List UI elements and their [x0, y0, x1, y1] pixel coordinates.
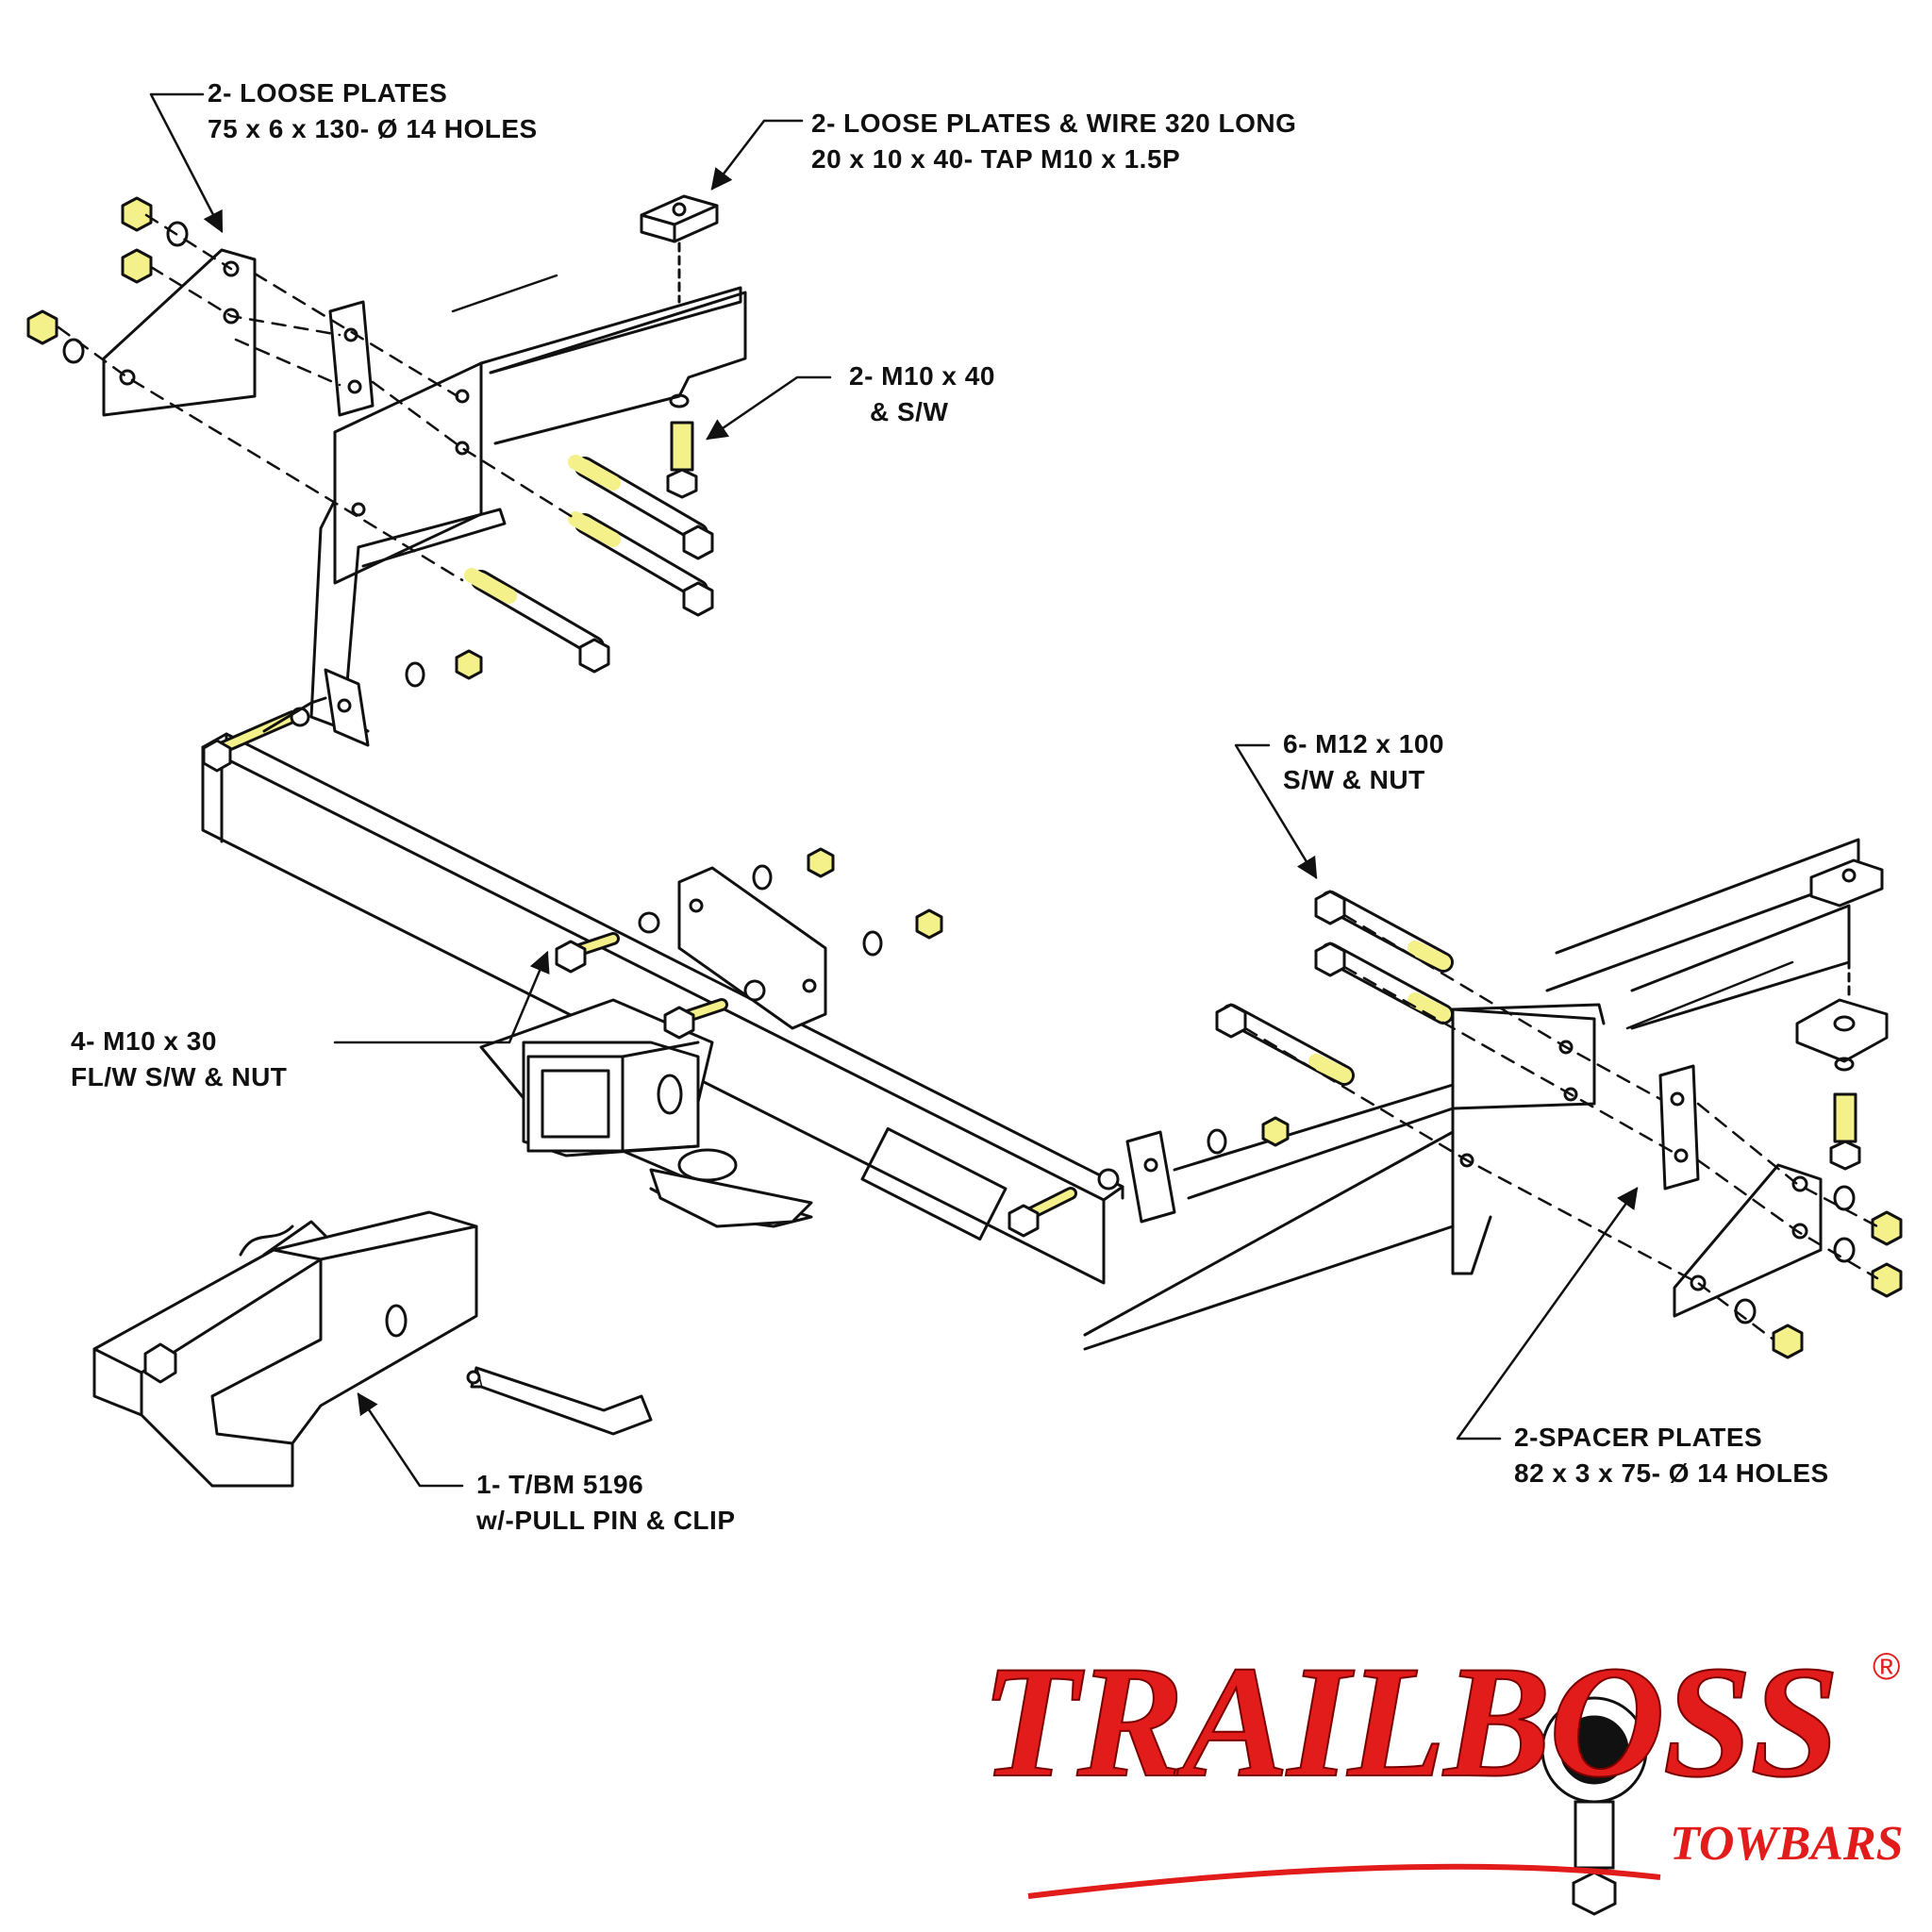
- logo-bolt-emblem: [1027, 1696, 1661, 1916]
- center-clamp-plate: [555, 847, 943, 1040]
- left-side-bracket: [309, 286, 747, 733]
- left-crossbar-clamp: [202, 649, 483, 773]
- callout-line-2: S/W & NUT: [1283, 765, 1425, 794]
- long-bolts-left: [464, 455, 714, 674]
- bolt-m10x40-top: [666, 393, 698, 499]
- brand-logo: TRAILBOSS: [980, 1633, 1840, 1810]
- callout-line-2: FL/W S/W & NUT: [71, 1062, 288, 1091]
- leader-lines: [149, 92, 1794, 1488]
- callout-line-1: 2- M10 x 40: [849, 361, 995, 391]
- long-bolts-right: [1215, 890, 1454, 1086]
- right-loose-tapped-plate: [1795, 858, 1889, 1171]
- callout-line-1: 2- LOOSE PLATES: [208, 78, 448, 108]
- callout-bolt-m12x100: 6- M12 x 100 S/W & NUT: [1283, 726, 1444, 798]
- callout-line-2: w/-PULL PIN & CLIP: [476, 1506, 736, 1535]
- callout-line-1: 2-SPACER PLATES: [1514, 1423, 1763, 1452]
- callout-tongue: 1- T/BM 5196 w/-PULL PIN & CLIP: [476, 1467, 736, 1539]
- tow-ball-mount: [92, 1210, 478, 1488]
- callout-line-2: 20 x 10 x 40- TAP M10 x 1.5P: [811, 144, 1181, 174]
- left-spacer-plate: [328, 300, 375, 417]
- left-fasteners: [26, 196, 189, 364]
- callout-line-1: 6- M12 x 100: [1283, 729, 1444, 758]
- right-spacer-plate: [1658, 1064, 1700, 1191]
- right-loose-plate: [1673, 1163, 1823, 1318]
- callout-line-1: 4- M10 x 30: [71, 1026, 217, 1056]
- callout-line-1: 1- T/BM 5196: [476, 1470, 644, 1499]
- callout-line-1: 2- LOOSE PLATES & WIRE 320 LONG: [811, 108, 1297, 138]
- pull-pin: [466, 1366, 653, 1436]
- top-loose-tapped-plate: [640, 194, 719, 304]
- callout-bolt-m10x30: 4- M10 x 30 FL/W S/W & NUT: [71, 1024, 287, 1095]
- right-fasteners: [1734, 1185, 1903, 1359]
- left-loose-plate: [102, 248, 257, 417]
- registered-mark: ®: [1873, 1646, 1901, 1688]
- callout-loose-plates-wire: 2- LOOSE PLATES & WIRE 320 LONG 20 x 10 …: [811, 106, 1296, 177]
- callout-line-2: 82 x 3 x 75- Ø 14 HOLES: [1514, 1458, 1829, 1488]
- hitch-receiver: [479, 998, 813, 1228]
- assembly-guide-lines: [57, 213, 1879, 1341]
- right-crossbar-clamp: [1008, 1116, 1290, 1238]
- brand-subtitle: TOWBARS: [1670, 1817, 1904, 1871]
- callout-bolt-m10x40: 2- M10 x 40 & S/W: [849, 358, 995, 430]
- callout-line-2: & S/W: [870, 397, 949, 426]
- callout-spacer-plates: 2-SPACER PLATES 82 x 3 x 75- Ø 14 HOLES: [1514, 1420, 1829, 1491]
- callout-loose-plates-left: 2- LOOSE PLATES 75 x 6 x 130- Ø 14 HOLES: [208, 75, 538, 147]
- callout-line-2: 75 x 6 x 130- Ø 14 HOLES: [208, 114, 538, 143]
